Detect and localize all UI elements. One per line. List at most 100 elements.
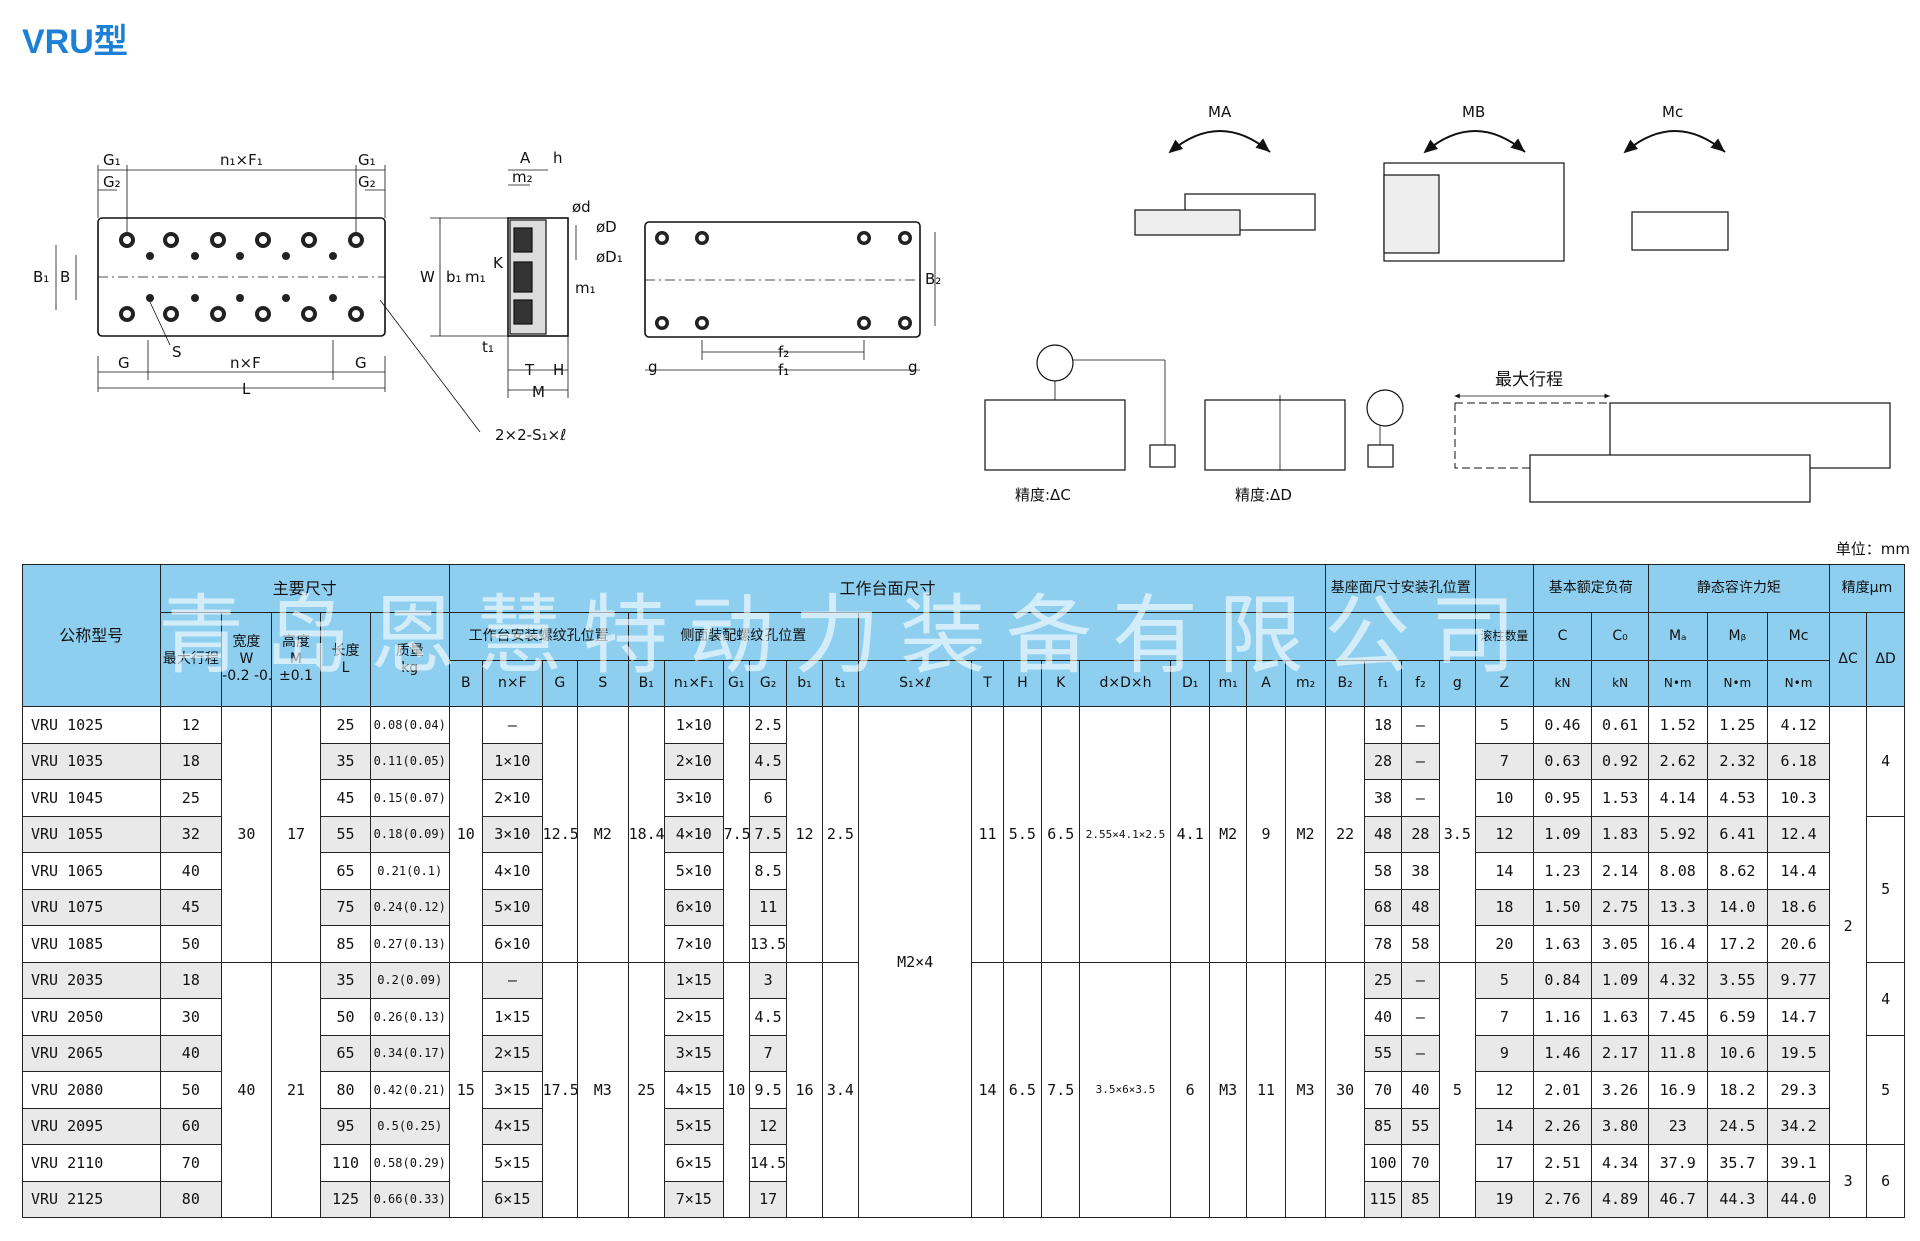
table-cell: — <box>1401 706 1440 744</box>
model-cell: VRU 2065 <box>22 1034 161 1072</box>
screw-hole-inner <box>305 236 313 244</box>
header-a: A <box>1246 660 1286 707</box>
label-h: H <box>553 361 564 379</box>
header-ma: Mₐ <box>1647 612 1708 661</box>
header-model: 公称型号 <box>22 564 161 707</box>
table-cell: 3 <box>1828 1144 1868 1218</box>
table-cell: 3.26 <box>1591 1071 1649 1109</box>
table-cell: 9 <box>1246 706 1286 963</box>
table-cell: 4.53 <box>1706 779 1769 817</box>
table-cell: 7×10 <box>663 925 724 963</box>
label-m2: m₂ <box>512 168 533 186</box>
table-cell: 16 <box>786 961 823 1218</box>
table-cell: 0.18(0.09) <box>369 815 450 853</box>
table-cell: 4.34 <box>1591 1144 1649 1182</box>
header-z: Z <box>1475 660 1534 707</box>
table-cell: 4×10 <box>482 852 543 890</box>
table-cell: 8.62 <box>1706 852 1769 890</box>
base-hole-inner <box>860 234 868 242</box>
table-cell: 2.32 <box>1706 742 1769 780</box>
table-cell: 3 <box>748 961 788 999</box>
table-cell: 85 <box>320 925 371 963</box>
table-cell: 32 <box>159 815 223 853</box>
table-cell: 78 <box>1363 925 1403 963</box>
label-max-stroke: 最大行程 <box>1495 370 1563 390</box>
model-cell: VRU 2125 <box>22 1180 161 1218</box>
label-ma: MA <box>1208 103 1232 121</box>
screw-hole-inner <box>352 236 360 244</box>
table-cell: 1.23 <box>1532 852 1593 890</box>
table-cell: 0.42(0.21) <box>369 1071 450 1109</box>
table-cell: 14.7 <box>1767 998 1830 1036</box>
table-cell: 95 <box>320 1107 371 1145</box>
table-cell: 9.5 <box>748 1071 788 1109</box>
table-cell: 38 <box>1401 852 1440 890</box>
table-cell: — <box>1401 779 1440 817</box>
header-rollers: 滚柱数量 <box>1475 612 1534 661</box>
label-m1-right: m₁ <box>575 279 596 297</box>
table-cell: — <box>1401 998 1440 1036</box>
table-cell: 0.34(0.17) <box>369 1034 450 1072</box>
table-cell: 58 <box>1401 925 1440 963</box>
table-cell: 0.63 <box>1532 742 1593 780</box>
table-cell: — <box>482 961 543 999</box>
table-cell: 4.12 <box>1767 706 1830 744</box>
table-cell: 4 <box>1866 961 1905 1036</box>
label-f2: f₂ <box>778 343 789 361</box>
table-cell: 4.32 <box>1647 961 1708 999</box>
tap-hole <box>282 294 290 302</box>
table-cell: 29.3 <box>1767 1071 1830 1109</box>
tap-hole <box>191 252 199 260</box>
table-cell: 1.83 <box>1591 815 1649 853</box>
table-cell: 1.53 <box>1591 779 1649 817</box>
table-cell: 37.9 <box>1647 1144 1708 1182</box>
table-cell: 4.1 <box>1170 706 1210 963</box>
table-cell: 2.17 <box>1591 1034 1649 1072</box>
table-cell: 12 <box>159 706 223 744</box>
table-cell: 1.09 <box>1532 815 1593 853</box>
table-cell: 12 <box>786 706 823 963</box>
table-cell: 2.76 <box>1532 1180 1593 1218</box>
table-cell: 2.62 <box>1647 742 1708 780</box>
base-hole-inner <box>901 319 909 327</box>
table-cell: 3.55 <box>1706 961 1769 999</box>
table-cell: 55 <box>1401 1107 1440 1145</box>
table-cell: 1×10 <box>663 706 724 744</box>
table-cell: — <box>1401 961 1440 999</box>
table-cell: 2.01 <box>1532 1071 1593 1109</box>
label-g-bottom-left: g <box>648 358 658 376</box>
table-cell: 17.2 <box>1706 925 1769 963</box>
table-cell: 18.2 <box>1706 1071 1769 1109</box>
table-cell: 4 <box>1866 706 1905 817</box>
spec-table: 公称型号 主要尺寸 工作台面尺寸 基座面尺寸安装孔位置 基本额定负荷 静态容许力… <box>22 564 1906 1218</box>
table-cell: M2 <box>1208 706 1248 963</box>
table-cell: 7.5 <box>1041 961 1081 1218</box>
table-cell: 40 <box>221 961 272 1218</box>
table-cell: 2.26 <box>1532 1107 1593 1145</box>
table-cell: 35 <box>320 961 371 999</box>
table-cell: 1×15 <box>663 961 724 999</box>
table-cell: 3×10 <box>663 779 724 817</box>
table-cell: 5×15 <box>482 1144 543 1182</box>
table-cell: 1.16 <box>1532 998 1593 1036</box>
header-g1: G₁ <box>722 660 750 707</box>
table-cell: 4×15 <box>482 1107 543 1145</box>
model-cell: VRU 1085 <box>22 925 161 963</box>
table-cell: 70 <box>1401 1144 1440 1182</box>
table-cell: 46.7 <box>1647 1180 1708 1218</box>
header-main-dims: 主要尺寸 <box>159 564 450 613</box>
top-view <box>55 165 481 433</box>
table-cell: 3×15 <box>482 1071 543 1109</box>
table-cell: 5.5 <box>1002 706 1043 963</box>
table-cell: 0.26(0.13) <box>369 998 450 1036</box>
header-moment: 静态容许力矩 <box>1647 564 1830 613</box>
table-cell: 10 <box>722 961 750 1218</box>
table-cell: 0.46 <box>1532 706 1593 744</box>
header-c0-unit: kN <box>1591 660 1649 707</box>
table-cell: 6×15 <box>482 1180 543 1218</box>
header-mb: Mᵦ <box>1706 612 1769 661</box>
